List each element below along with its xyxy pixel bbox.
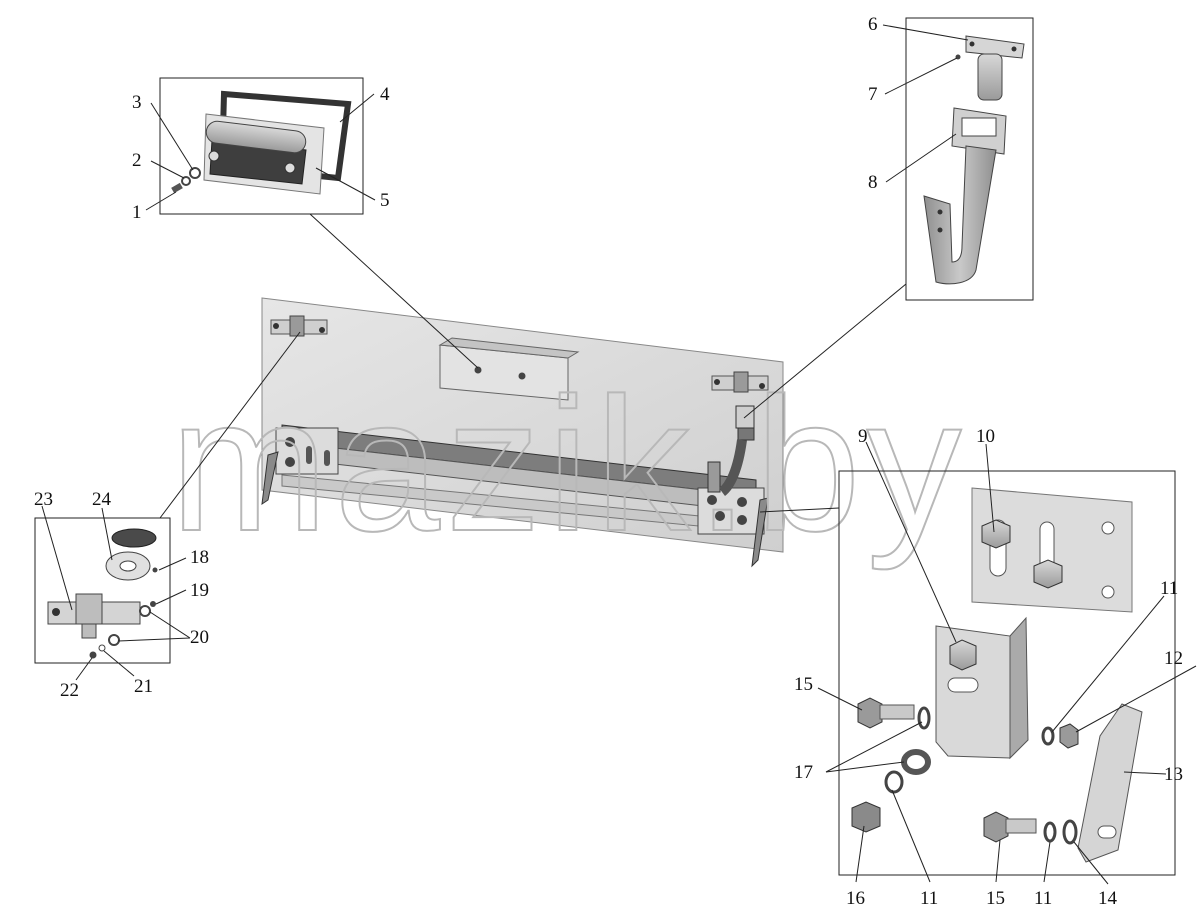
bolt-15-upper — [857, 697, 915, 729]
latch-cap — [111, 528, 157, 548]
lever — [1077, 703, 1143, 863]
main-panel-assembly — [261, 297, 784, 568]
washer-17-upper — [917, 706, 931, 730]
washer-17-lower — [901, 749, 931, 775]
bolt-15-lower — [983, 811, 1037, 843]
inset-strap: 6 7 8 — [868, 14, 1034, 301]
panel-hinge-right — [697, 461, 769, 568]
strap-bracket — [965, 35, 1025, 59]
bolt-16 — [851, 801, 881, 833]
callout-23: 23 — [34, 489, 53, 510]
washer-19 — [150, 601, 156, 607]
callout-16: 16 — [846, 888, 865, 909]
callout-2: 2 — [132, 150, 142, 171]
callout-14: 14 — [1098, 888, 1118, 909]
nut-22 — [89, 651, 97, 659]
callout-10: 10 — [976, 426, 995, 447]
callout-12: 12 — [1164, 648, 1183, 669]
washer-21 — [98, 644, 106, 652]
leader-latch-to-panel — [159, 331, 301, 519]
panel-long-bar — [281, 424, 757, 531]
nut-12 — [1059, 723, 1079, 749]
washer-14 — [1062, 819, 1078, 845]
callout-3: 3 — [132, 92, 142, 113]
callout-11-upper: 11 — [1160, 578, 1178, 599]
lock-washer-11-lower — [884, 770, 904, 794]
callout-9: 9 — [858, 426, 868, 447]
washer-3 — [189, 167, 201, 179]
callout-4: 4 — [380, 84, 390, 105]
callout-6: 6 — [868, 14, 878, 35]
panel-latch-right — [711, 371, 769, 393]
callout-15-lower: 15 — [986, 888, 1005, 909]
panel-handle-housing — [438, 337, 580, 401]
callout-20: 20 — [190, 627, 209, 648]
callout-21: 21 — [134, 676, 153, 697]
watermark: mazik.by — [170, 359, 968, 571]
callout-18: 18 — [190, 547, 209, 568]
callout-13: 13 — [1164, 764, 1183, 785]
strap-band — [923, 145, 997, 285]
panel-hinge-left — [261, 427, 339, 506]
screw-1 — [171, 182, 183, 194]
lock-washer-11-upper — [1041, 726, 1055, 746]
callout-5: 5 — [380, 190, 390, 211]
handle-grip — [205, 120, 307, 154]
washer-20 — [139, 605, 151, 617]
callout-19: 19 — [190, 580, 209, 601]
inset-handle: 3 2 1 4 5 — [132, 77, 390, 223]
leader-strap-to-panel — [743, 283, 907, 419]
callout-11-bottom: 11 — [1034, 888, 1052, 909]
leader-hinge-to-panel — [759, 507, 840, 513]
inset-latch: 23 24 18 19 20 21 22 — [34, 489, 209, 701]
leader-handle-to-panel — [309, 213, 479, 369]
callout-15-upper: 15 — [794, 674, 813, 695]
callout-8: 8 — [868, 172, 878, 193]
washer-2 — [181, 176, 191, 186]
callout-1: 1 — [132, 202, 142, 223]
callout-22: 22 — [60, 680, 79, 701]
lock-washer-11-bottom — [1043, 821, 1057, 843]
callout-24: 24 — [92, 489, 112, 510]
callout-17: 17 — [794, 762, 813, 783]
callout-7: 7 — [868, 84, 878, 105]
callout-11-lower: 11 — [920, 888, 938, 909]
inset-hinge: 9 10 11 12 13 15 17 16 11 15 11 14 — [794, 426, 1197, 909]
